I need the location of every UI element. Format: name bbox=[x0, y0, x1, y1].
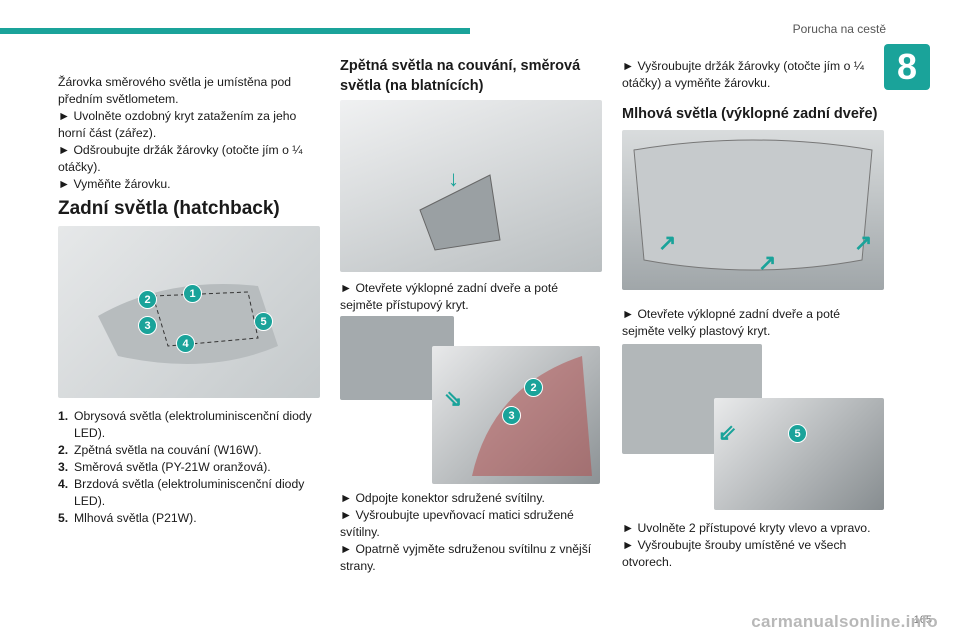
step-line: ► Vyšroubujte šrouby umístěné ve všech bbox=[622, 538, 847, 552]
arrow-icon: ⇘ bbox=[444, 386, 463, 411]
step-line: ► Otevřete výklopné zadní dveře a poté bbox=[622, 307, 841, 321]
step-line: ► Vyšroubujte upevňovací matici sdružené bbox=[340, 508, 574, 522]
step-line: ► Odpojte konektor sdružené svítilny. bbox=[340, 491, 545, 505]
section-heading: Zadní světla (hatchback) bbox=[58, 198, 280, 219]
arrow-icon: ↗ bbox=[658, 230, 677, 255]
col2-step1: ► Otevřete výklopné zadní dveře a poté s… bbox=[340, 280, 558, 314]
lights-list: 1.Obrysová světla (elektroluminiscenční … bbox=[58, 408, 320, 527]
arrow-icon: ↓ bbox=[448, 166, 459, 191]
intro-line: otáčky). bbox=[58, 160, 101, 174]
page-number: 165 bbox=[913, 614, 932, 626]
callout-badge: 2 bbox=[524, 378, 543, 397]
intro-line: předním světlometem. bbox=[58, 92, 179, 106]
callout-badge: 4 bbox=[176, 334, 195, 353]
col3-intro: ► Vyšroubujte držák žárovky (otočte jím … bbox=[622, 58, 864, 92]
chapter-badge: 8 bbox=[884, 44, 930, 90]
intro-line: otáčky) a vyměňte žárovku. bbox=[622, 76, 771, 90]
arrow-icon: ⇙ bbox=[718, 420, 737, 445]
list-item: 4.Brzdová světla (elektroluminiscenční d… bbox=[58, 477, 305, 508]
tailgate-image: ↗ ↗ ↗ bbox=[622, 130, 884, 290]
callout-badge: 5 bbox=[788, 424, 807, 443]
tail-lamp-illustration bbox=[472, 356, 592, 476]
fog-light-bulb-image: ⇙ 5 bbox=[714, 398, 884, 510]
list-item: 5.Mlhová světla (P21W). bbox=[58, 511, 197, 525]
header-accent-bar bbox=[0, 28, 470, 34]
intro-line: Žárovka směrového světla je umístěna pod bbox=[58, 75, 292, 89]
tail-lamp-image: ⇘ 2 3 bbox=[432, 346, 600, 484]
trunk-illustration bbox=[419, 174, 501, 251]
callout-badge: 1 bbox=[183, 284, 202, 303]
callout-badge: 2 bbox=[138, 290, 157, 309]
intro-line: ► Vyměňte žárovku. bbox=[58, 177, 171, 191]
list-item: 3.Směrová světla (PY-21W oranžová). bbox=[58, 460, 271, 474]
step-line: svítilny. bbox=[340, 525, 380, 539]
section-heading: Mlhová světla (výklopné zadní dveře) bbox=[622, 106, 878, 122]
callout-badge: 3 bbox=[138, 316, 157, 335]
step-line: ► Opatrně vyjměte sdruženou svítilnu z v… bbox=[340, 542, 592, 556]
col2-heading: Zpětná světla na couvání, směrová světla… bbox=[340, 56, 580, 96]
intro-line: ► Uvolněte ozdobný kryt zatažením za jeh… bbox=[58, 109, 297, 123]
step-line: otvorech. bbox=[622, 555, 673, 569]
step-line: sejměte přístupový kryt. bbox=[340, 298, 469, 312]
callout-badge: 3 bbox=[502, 406, 521, 425]
list-item: 1.Obrysová světla (elektroluminiscenční … bbox=[58, 409, 312, 440]
hatchback-lights-image: 1 2 3 4 5 bbox=[58, 226, 320, 398]
col3-step1: ► Otevřete výklopné zadní dveře a poté s… bbox=[622, 306, 840, 340]
section-heading: Zpětná světla na couvání, směrová bbox=[340, 58, 581, 74]
col2-step2: ► Odpojte konektor sdružené svítilny. ► … bbox=[340, 490, 591, 575]
arrow-icon: ↗ bbox=[758, 250, 777, 275]
intro-line: ► Odšroubujte držák žárovky (otočte jím … bbox=[58, 143, 303, 157]
arrow-icon: ↗ bbox=[854, 230, 873, 255]
list-item: 2.Zpětná světla na couvání (W16W). bbox=[58, 443, 262, 457]
header-title: Porucha na cestě bbox=[792, 22, 886, 36]
car-rear-illustration bbox=[98, 284, 278, 364]
fender-cover-image: ↓ bbox=[340, 100, 602, 272]
intro-line: horní část (zářez). bbox=[58, 126, 157, 140]
step-line: ► Uvolněte 2 přístupové kryty vlevo a vp… bbox=[622, 521, 871, 535]
watermark: carmanualsonline.info bbox=[751, 612, 938, 631]
step-line: strany. bbox=[340, 559, 376, 573]
step-line: ► Otevřete výklopné zadní dveře a poté bbox=[340, 281, 559, 295]
tailgate-illustration bbox=[633, 139, 873, 271]
col3-step2: ► Uvolněte 2 přístupové kryty vlevo a vp… bbox=[622, 520, 870, 571]
section-heading: světla (na blatnících) bbox=[340, 78, 484, 94]
col1-intro: Žárovka směrového světla je umístěna pod… bbox=[58, 74, 302, 193]
intro-line: ► Vyšroubujte držák žárovky (otočte jím … bbox=[622, 59, 864, 73]
callout-badge: 5 bbox=[254, 312, 273, 331]
step-line: sejměte velký plastový kryt. bbox=[622, 324, 771, 338]
